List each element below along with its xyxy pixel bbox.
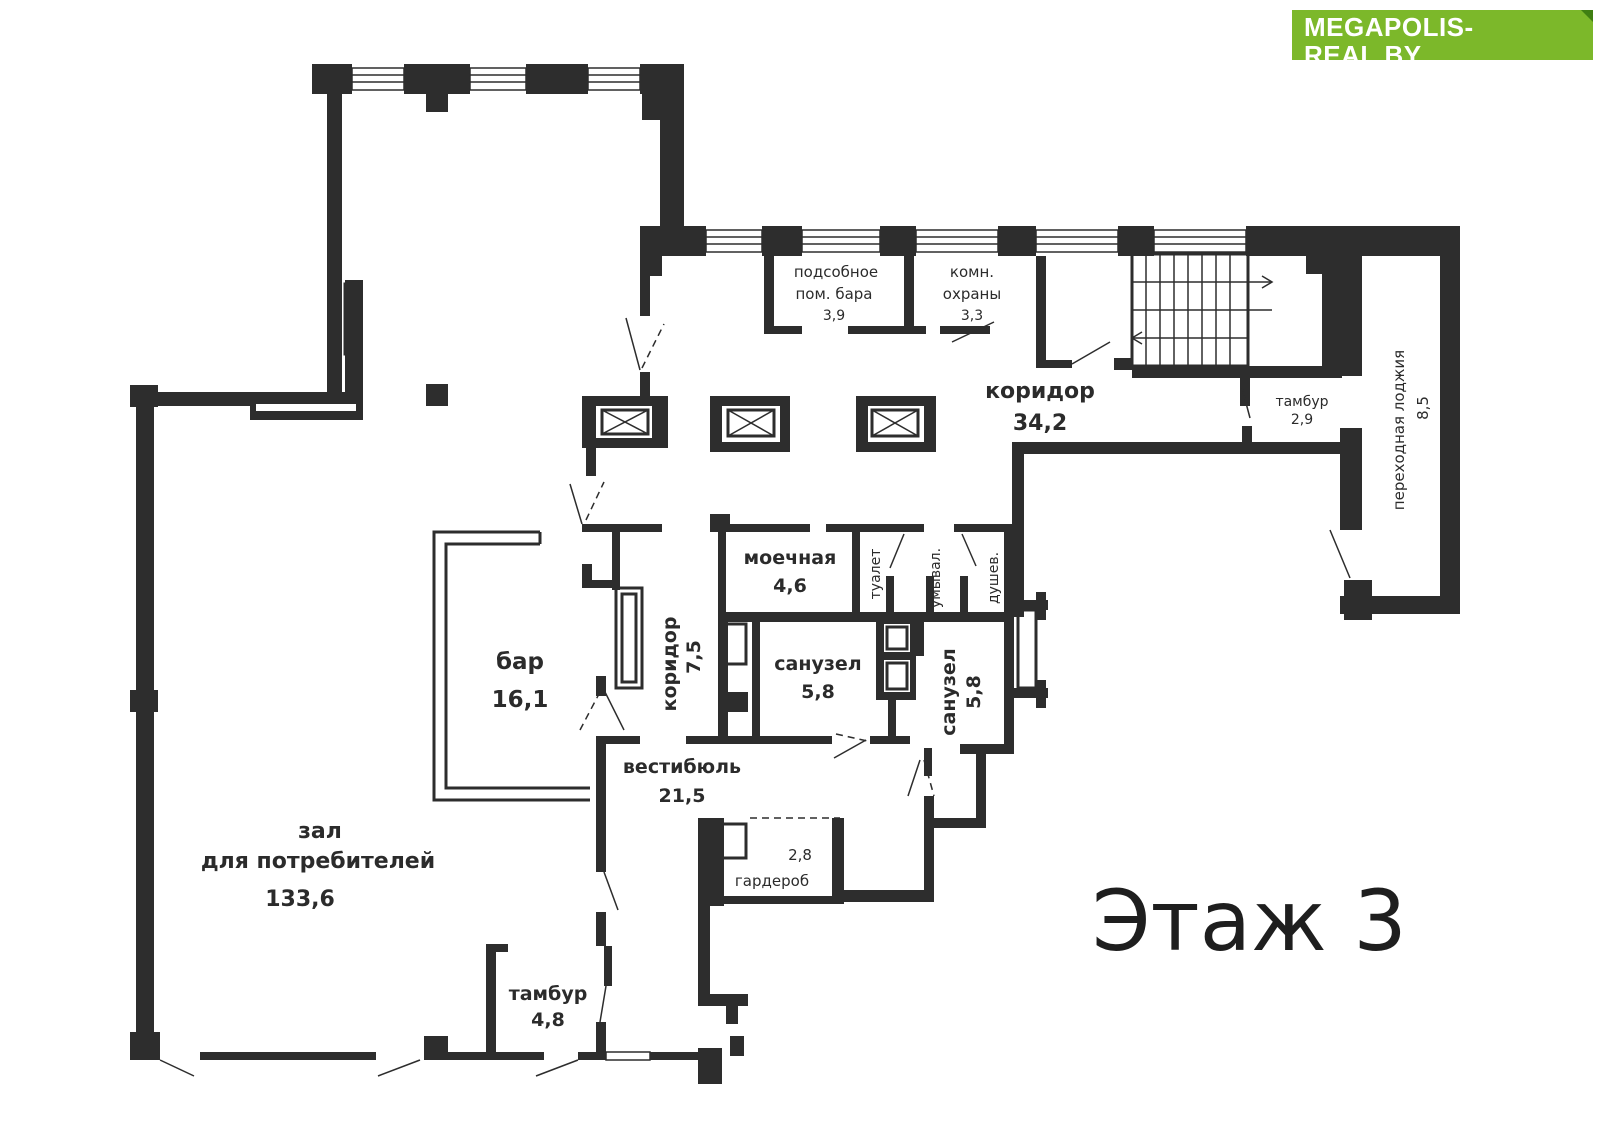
brand-name: MEGAPOLIS-REAL.BY: [1304, 12, 1474, 70]
bar-counter: [432, 530, 644, 802]
floor-title: Этаж 3: [1092, 872, 1407, 970]
security-label-line1: комн.: [950, 263, 994, 281]
bar-utility-label-line2: пом. бара: [796, 285, 873, 303]
stair-tambour-label: тамбур: [1275, 394, 1328, 410]
brand-tagline: портал о коммерческой недвижимости в Бел…: [1304, 69, 1551, 81]
cloakroom-label: гардероб: [735, 872, 809, 890]
stair-tambour-area: 2,9: [1291, 412, 1313, 428]
bar-area: 16,1: [492, 687, 549, 713]
vestibule-area: 21,5: [659, 785, 706, 807]
bathroom-1-label: санузел: [774, 653, 861, 675]
washroom-label: моечная: [744, 547, 837, 569]
security-area: 3,3: [961, 308, 983, 324]
bar-utility-label-line1: подсобное: [794, 263, 878, 281]
walls: [130, 64, 1460, 1084]
bathroom-1-area: 5,8: [801, 681, 835, 703]
loggia-area: 8,5: [1414, 396, 1432, 420]
hall-label-line2: для потребителей: [201, 849, 435, 874]
security-label-line2: охраны: [943, 285, 1001, 303]
bathroom-2-area: 5,8: [963, 675, 985, 709]
tambour-vestibule-area: 4,8: [531, 1009, 565, 1031]
corridor-main-label: коридор: [985, 379, 1095, 404]
bathroom-2-label: санузел: [938, 648, 960, 735]
brand-logo-link[interactable]: MEGAPOLIS-REAL.BY портал о коммерческой …: [1292, 10, 1593, 81]
brand-corner-fold: [1581, 10, 1593, 22]
bar-label: бар: [496, 649, 544, 675]
cloakroom-area: 2,8: [788, 846, 812, 864]
stairs: [1130, 252, 1274, 368]
corridor-small-area: 7,5: [683, 640, 705, 674]
corridor-main-area: 34,2: [1013, 411, 1067, 436]
bar-utility-area: 3,9: [823, 308, 845, 324]
toilet-label: туалет: [868, 549, 884, 600]
wash-basin-label: умывал.: [928, 548, 944, 608]
vestibule-label: вестибюль: [623, 756, 741, 778]
shower-label: душев.: [986, 552, 1002, 604]
room-labels: зал для потребителей 133,6 бар 16,1 кори…: [201, 263, 1432, 1031]
corridor-small-label: коридор: [659, 617, 681, 712]
hall-label-line1: зал: [298, 819, 342, 844]
washroom-area: 4,6: [773, 575, 807, 597]
elevators: [582, 396, 936, 452]
tambour-vestibule-label: тамбур: [509, 983, 588, 1005]
hall-area: 133,6: [265, 887, 335, 912]
loggia-label: переходная лоджия: [1390, 350, 1408, 510]
